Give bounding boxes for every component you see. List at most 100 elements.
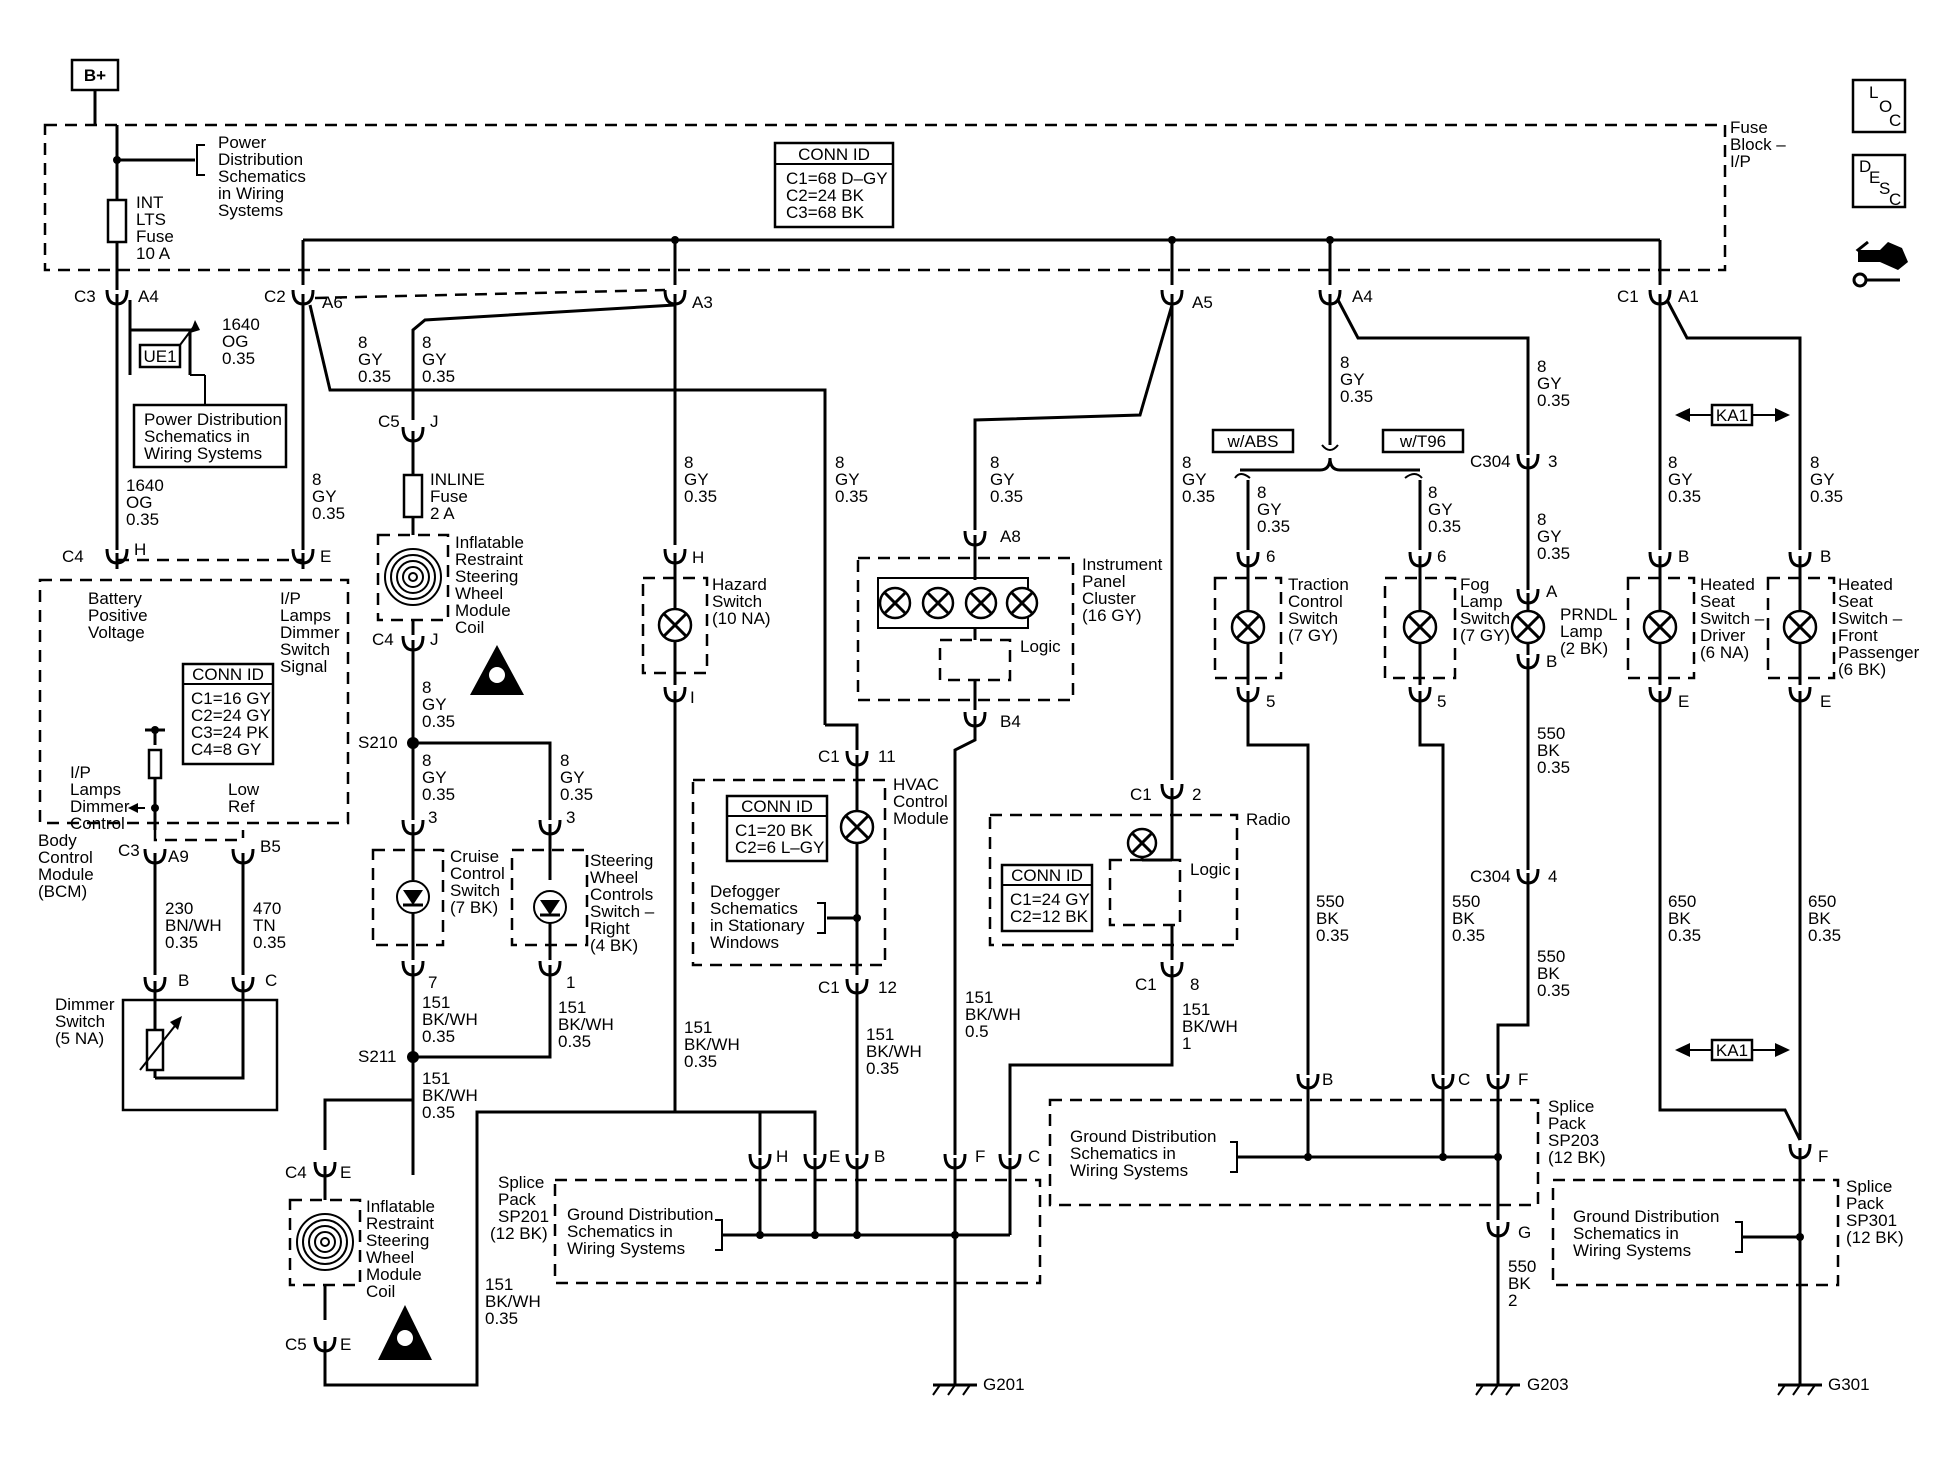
coil-bot-c5: C5 xyxy=(285,1335,307,1354)
bcm-h: H xyxy=(134,540,146,559)
bkwh-steer-3: 0.35 xyxy=(558,1032,591,1051)
sp201-pin-f: F xyxy=(975,1147,985,1166)
gy-ipc-1: 8 xyxy=(990,453,999,472)
svg-text:O: O xyxy=(1879,97,1892,116)
svg-text:C: C xyxy=(1889,111,1901,130)
gy-steer-1: 8 xyxy=(560,751,569,770)
svg-text:Wiring Systems: Wiring Systems xyxy=(144,444,262,463)
coil-top-5: Module xyxy=(455,601,511,620)
desc-button[interactable]: D E S C xyxy=(1851,153,1907,209)
gy-ipc-2: GY xyxy=(990,470,1015,489)
svg-text:C4=8 GY: C4=8 GY xyxy=(191,740,261,759)
gy-steer-2: GY xyxy=(560,768,585,787)
bk550-fog-2: BK xyxy=(1452,909,1475,928)
g301-label: G301 xyxy=(1828,1375,1870,1394)
radio-label: Radio xyxy=(1246,810,1290,829)
coil-top-2: Restraint xyxy=(455,550,523,569)
hvac-p11: 11 xyxy=(878,747,896,766)
sp203-pin-g: G xyxy=(1518,1223,1531,1242)
gy-fog-1: 8 xyxy=(1428,483,1437,502)
hsp-label-3: Switch – xyxy=(1838,609,1903,628)
bcm-dim-3: Dimmer xyxy=(70,797,130,816)
w230-1: 230 xyxy=(165,899,193,918)
bcm-label-3: Module xyxy=(38,865,94,884)
bkwh-s211-3: 0.35 xyxy=(422,1103,455,1122)
coil-top-1: Inflatable xyxy=(455,533,524,552)
w1640b-1: 1640 xyxy=(126,476,164,495)
w-t96-label: w/T96 xyxy=(1381,428,1465,454)
hsd-label-3: Switch – xyxy=(1700,609,1765,628)
prndl-lamp-icon xyxy=(1510,609,1546,645)
sp203-gd-3: Wiring Systems xyxy=(1070,1161,1188,1180)
bk650p-2: BK xyxy=(1808,909,1831,928)
cruise-led-icon xyxy=(396,880,430,914)
coil-bot-1: Inflatable xyxy=(366,1197,435,1216)
conn-c1-label: C1 xyxy=(1617,287,1639,306)
svg-text:C3=68 BK: C3=68 BK xyxy=(786,203,865,222)
gy-radio-3: 0.35 xyxy=(1182,487,1215,506)
radio-p2: 2 xyxy=(1192,785,1201,804)
bcm-lowref-1: Low xyxy=(228,780,260,799)
sp203-label-4: (12 BK) xyxy=(1548,1148,1606,1167)
sp201-outline xyxy=(553,1178,1042,1285)
defog-4: Windows xyxy=(710,933,779,952)
trac-label-1: Traction xyxy=(1288,575,1349,594)
w1640a-2: OG xyxy=(222,332,248,351)
trac-p5: 5 xyxy=(1266,692,1275,711)
bkwh-cruise-2: BK/WH xyxy=(422,1010,478,1029)
gy-a6-1: 8 xyxy=(358,333,367,352)
ipc-label-2: Panel xyxy=(1082,572,1125,591)
gy-hsd-1: 8 xyxy=(1668,453,1677,472)
sp201-label-3: SP201 xyxy=(498,1207,549,1226)
trac-p6: 6 xyxy=(1266,547,1275,566)
hvac-c1b: C1 xyxy=(818,978,840,997)
pin-a4-right: A4 xyxy=(1352,287,1373,306)
bkwh-cruise-3: 0.35 xyxy=(422,1027,455,1046)
ka1-top: KA1 xyxy=(1675,403,1790,427)
loc-button[interactable]: L O C xyxy=(1851,78,1907,134)
connector-wrench-icon[interactable] xyxy=(1852,240,1908,288)
coil-bot-5: Module xyxy=(366,1265,422,1284)
bcm-conn-id: CONN ID C1=16 GY C2=24 GY C3=24 PK C4=8 … xyxy=(181,662,275,766)
trac-label-4: (7 GY) xyxy=(1288,626,1338,645)
sp203-outline xyxy=(1048,1098,1540,1207)
hazard-label-1: Hazard xyxy=(712,575,767,594)
prndl-a: A xyxy=(1546,582,1558,601)
w-abs-label: w/ABS xyxy=(1211,428,1295,454)
bcm-bpv-2: Positive xyxy=(88,606,148,625)
hazard-i: I xyxy=(690,688,695,707)
bcm-bpv-1: Battery xyxy=(88,589,142,608)
svg-text:C3=24 PK: C3=24 PK xyxy=(191,723,270,742)
svg-text:C2=6 L–GY: C2=6 L–GY xyxy=(735,838,824,857)
gy-a4r-3: 0.35 xyxy=(1537,391,1570,410)
ipc-logic: Logic xyxy=(1020,637,1061,656)
sp203-label-2: Pack xyxy=(1548,1114,1586,1133)
coil-bot-spiral-icon xyxy=(296,1213,354,1271)
trac-label-3: Switch xyxy=(1288,609,1338,628)
hsd-label-1: Heated xyxy=(1700,575,1755,594)
gy-a4c-1: 8 xyxy=(1340,353,1349,372)
w470-1: 470 xyxy=(253,899,281,918)
bk550-trac-2: BK xyxy=(1316,909,1339,928)
gy-a3l-2: GY xyxy=(422,350,447,369)
prndl-p4: 4 xyxy=(1548,867,1557,886)
gy-cruise-3: 0.35 xyxy=(422,785,455,804)
ipc-outline xyxy=(856,556,1075,702)
bkwh-steer-2: BK/WH xyxy=(558,1015,614,1034)
gy-hvac-2: GY xyxy=(835,470,860,489)
svg-text:CONN ID: CONN ID xyxy=(798,145,870,164)
bkwh-coil-1: 151 xyxy=(485,1275,513,1294)
ipc-lamp-cross xyxy=(1010,591,1034,615)
bcm-ipl-4: Switch xyxy=(280,640,330,659)
sp201-gd-1: Ground Distribution xyxy=(567,1205,713,1224)
bk550-g203-2: BK xyxy=(1508,1274,1531,1293)
bkwh-s211-2: BK/WH xyxy=(422,1086,478,1105)
pds-ref-5: Systems xyxy=(218,201,283,220)
steer-label-4: Switch – xyxy=(590,902,655,921)
steer-led-icon xyxy=(533,890,567,924)
bcm-ipl-1: I/P xyxy=(280,589,301,608)
sp301-gd-3: Wiring Systems xyxy=(1573,1241,1691,1260)
steer-p1: 1 xyxy=(566,973,575,992)
pin-a4-left: A4 xyxy=(138,287,159,306)
ipc-lamp-icons xyxy=(878,586,1039,620)
